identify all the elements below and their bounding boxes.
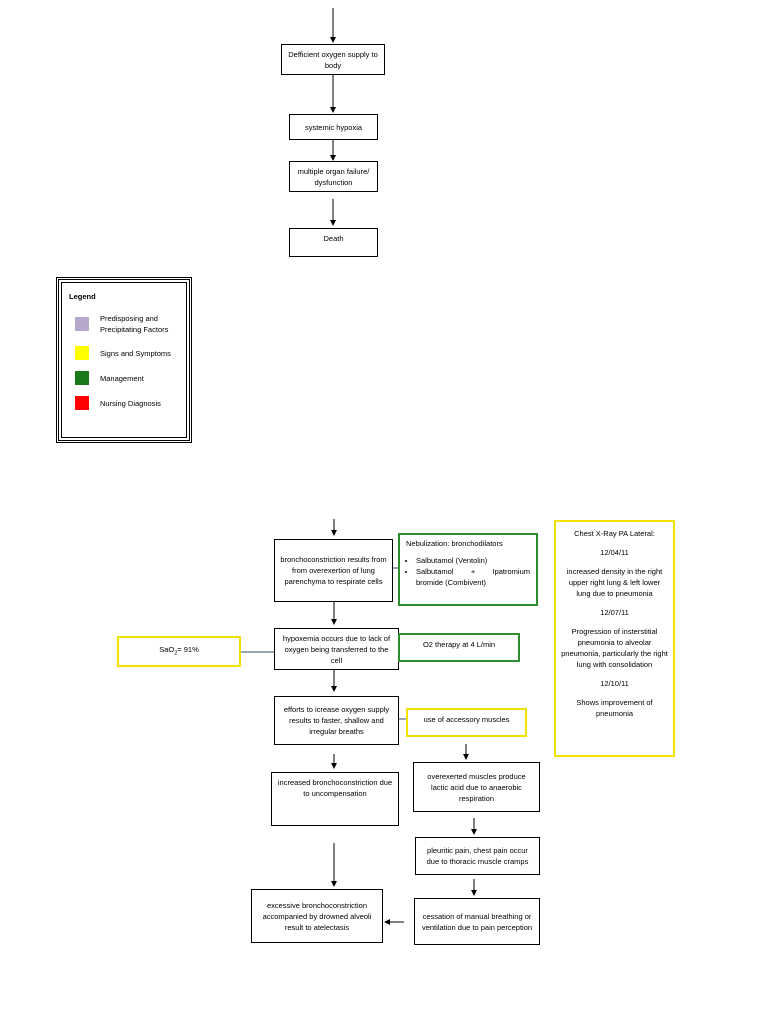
node-increased-bronchoconstriction: increased bronchoconstriction due to unc… [271, 772, 399, 826]
legend-swatch-red [75, 396, 89, 410]
node-excessive-bronchoconstriction: excessive bronchoconstriction accompanie… [251, 889, 383, 943]
node-text: increased bronchoconstriction due to unc… [277, 778, 393, 798]
management-nebulization: Nebulization: bronchodilators Salbutamol… [398, 533, 538, 606]
neb-word: bromide (Combivent) [416, 578, 487, 587]
legend: Legend Predisposing and Precipitating Fa… [56, 277, 192, 443]
node-text: efforts to icrease oxygen supply results… [283, 705, 390, 736]
legend-swatch-green [75, 371, 89, 385]
sao2-text: SaO2= 91% [159, 644, 199, 660]
node-text: multiple organ failure/ dysfunction [297, 166, 370, 187]
sao2-sub: 2 [174, 650, 178, 657]
management-o2-therapy: O2 therapy at 4 L/min [398, 633, 520, 662]
neb-item-line: Salbutamol + Ipatromium [416, 566, 530, 577]
node-text: cessation of manual breathing or ventila… [421, 911, 533, 932]
node-cessation-breathing: cessation of manual breathing or ventila… [414, 898, 540, 945]
legend-label: Predisposing and Precipitating Factors [100, 314, 169, 334]
legend-item-management: Management [75, 371, 180, 385]
legend-swatch-lavender [75, 317, 89, 331]
node-text: Defficient oxygen supply to body [288, 49, 378, 70]
node-deficient-oxygen: Defficient oxygen supply to body [281, 44, 385, 75]
node-text: hypoxemia occurs due to lack of oxygen b… [282, 633, 391, 665]
xray-finding: increased density in the right upper rig… [566, 567, 663, 598]
node-text: bronchoconstriction results from from ov… [280, 555, 387, 586]
sign-accessory-muscles: use of accessory muscles [406, 708, 527, 737]
sao2-suffix: = 91% [177, 644, 199, 654]
legend-label: Nursing Diagnosis [100, 398, 161, 408]
node-text: excessive bronchoconstriction accompanie… [262, 900, 372, 932]
node-text: overexerted muscles produce lactic acid … [427, 771, 526, 803]
neb-word: Ipatromium [492, 567, 530, 576]
node-efforts: efforts to icrease oxygen supply results… [274, 696, 399, 745]
node-text: O2 therapy at 4 L/min [422, 640, 496, 649]
legend-item-predisposing: Predisposing and Precipitating Factors [75, 313, 180, 335]
node-text: use of accessory muscles [423, 715, 510, 724]
node-text: Death [323, 234, 344, 243]
legend-title: Legend [69, 292, 96, 301]
xray-finding: Progression of insterstitial pneumonia t… [561, 627, 668, 669]
xray-date: 12/04/11 [600, 548, 629, 557]
sign-sao2: SaO2= 91% [117, 636, 241, 667]
node-death: Death [289, 228, 378, 257]
node-pleuritic-pain: pleuritic pain, chest pain occur due to … [415, 837, 540, 875]
node-bronchoconstriction: bronchoconstriction results from from ov… [274, 539, 393, 602]
xray-finding: Shows improvement of pneumonia [576, 698, 653, 718]
node-organ-failure: multiple organ failure/ dysfunction [289, 161, 378, 192]
node-text: pleuritic pain, chest pain occur due to … [426, 846, 529, 866]
xray-findings: Chest X-Ray PA Lateral: 12/04/11 increas… [554, 520, 675, 757]
xray-date: 12/07/11 [600, 608, 629, 617]
xray-title: Chest X-Ray PA Lateral: [574, 529, 655, 538]
legend-label: Signs and Symptoms [100, 348, 171, 358]
neb-word: + [470, 567, 476, 576]
neb-list: Salbutamol (Ventolin) Salbutamol + Ipatr… [406, 555, 530, 588]
node-overexerted-muscles: overexerted muscles produce lactic acid … [413, 762, 540, 812]
legend-item-nursing: Nursing Diagnosis [75, 396, 180, 410]
node-text: systemic hypoxia [304, 122, 363, 132]
sao2-prefix: SaO [159, 644, 175, 654]
legend-item-signs: Signs and Symptoms [75, 346, 180, 360]
legend-swatch-yellow [75, 346, 89, 360]
xray-date: 12/10/11 [600, 679, 629, 688]
node-systemic-hypoxia: systemic hypoxia [289, 114, 378, 140]
node-hypoxemia: hypoxemia occurs due to lack of oxygen b… [274, 628, 399, 670]
legend-label: Management [100, 373, 144, 383]
neb-word: Salbutamol [416, 567, 454, 576]
neb-item: Salbutamol + Ipatromium bromide (Combive… [416, 566, 530, 588]
neb-title: Nebulization: bronchodilators [406, 539, 503, 548]
neb-item: Salbutamol (Ventolin) [416, 555, 530, 566]
